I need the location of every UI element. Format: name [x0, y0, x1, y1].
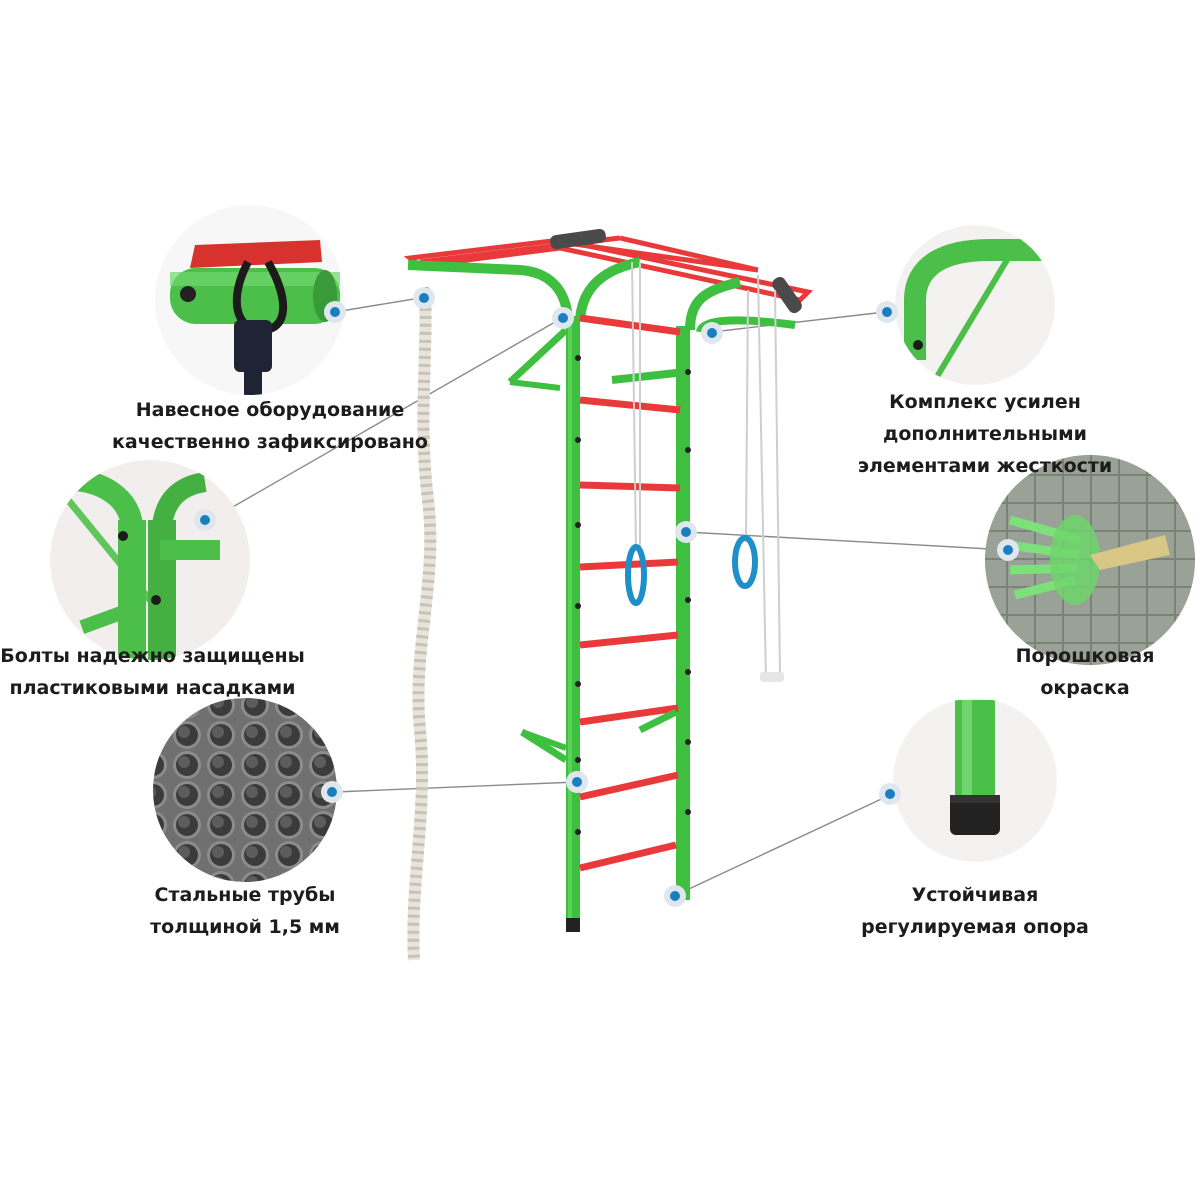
caption-steel-pipes: Стальные трубы толщиной 1,5 мм	[110, 879, 380, 943]
caption-line: качественно зафиксировано	[112, 431, 428, 453]
marker-stiffness-frame	[701, 322, 723, 344]
detail-steel-pipes	[153, 698, 337, 882]
leader-powder	[685, 531, 1009, 551]
marker-hanging-frame	[413, 287, 435, 309]
detail-hanging-equipment	[155, 205, 345, 395]
marker-powder-frame	[675, 521, 697, 543]
upright-right	[676, 326, 690, 900]
top-bar-red-back	[559, 239, 759, 273]
grip-handle-left	[550, 228, 606, 250]
caption-bolts: Болты надежно защищены пластиковыми наса…	[0, 640, 305, 704]
marker-pipes-frame	[566, 771, 588, 793]
upright-foot	[566, 918, 580, 932]
caption-line: Болты надежно защищены	[0, 645, 305, 667]
caption-line: Порошковая	[1015, 645, 1155, 667]
detail-powder-coating	[985, 455, 1195, 665]
gym-ring-right	[732, 535, 758, 589]
caption-support: Устойчивая регулируемая опора	[850, 879, 1100, 943]
leader-lines	[209, 297, 1009, 896]
caption-line: Комплекс усилен	[889, 391, 1081, 413]
caption-line: окраска	[1040, 677, 1130, 699]
marker-hanging-circle	[324, 301, 346, 323]
marker-powder-circle	[997, 539, 1019, 561]
caption-line: пластиковыми насадками	[9, 677, 296, 699]
gym-ring-left	[625, 544, 647, 606]
caption-line: Устойчивая	[911, 884, 1039, 906]
marker-bolts-frame	[552, 307, 574, 329]
caption-hanging-equipment: Навесное оборудование качественно зафикс…	[70, 394, 470, 458]
detail-bolts	[50, 460, 250, 660]
detail-stiffness	[895, 225, 1055, 385]
detail-support-foot	[893, 698, 1057, 862]
caption-line: Стальные трубы	[154, 884, 336, 906]
leader-stiffness	[711, 311, 886, 333]
caption-stiffness: Комплекс усилен дополнительными элемента…	[830, 386, 1140, 482]
trapeze-bar	[760, 672, 784, 682]
caption-line: регулируемая опора	[861, 916, 1089, 938]
caption-line: толщиной 1,5 мм	[150, 916, 340, 938]
caption-powder-coating: Порошковая окраска	[1000, 640, 1170, 704]
caption-line: Навесное оборудование	[135, 399, 405, 421]
leader-hanging	[334, 297, 421, 313]
markers	[194, 287, 1019, 907]
marker-support-circle	[879, 783, 901, 805]
marker-bolts-circle	[194, 509, 216, 531]
leader-pipes	[334, 781, 578, 793]
marker-pipes-circle	[321, 781, 343, 803]
leader-support	[675, 794, 891, 896]
marker-support-frame	[664, 885, 686, 907]
caption-line: элементами жесткости	[857, 455, 1113, 477]
grip-handle-right	[772, 276, 802, 314]
ladder-rungs	[579, 314, 681, 872]
marker-stiffness-circle	[876, 301, 898, 323]
caption-line: дополнительными	[883, 423, 1087, 445]
leader-bolts	[209, 317, 563, 521]
sports-complex	[403, 228, 814, 961]
